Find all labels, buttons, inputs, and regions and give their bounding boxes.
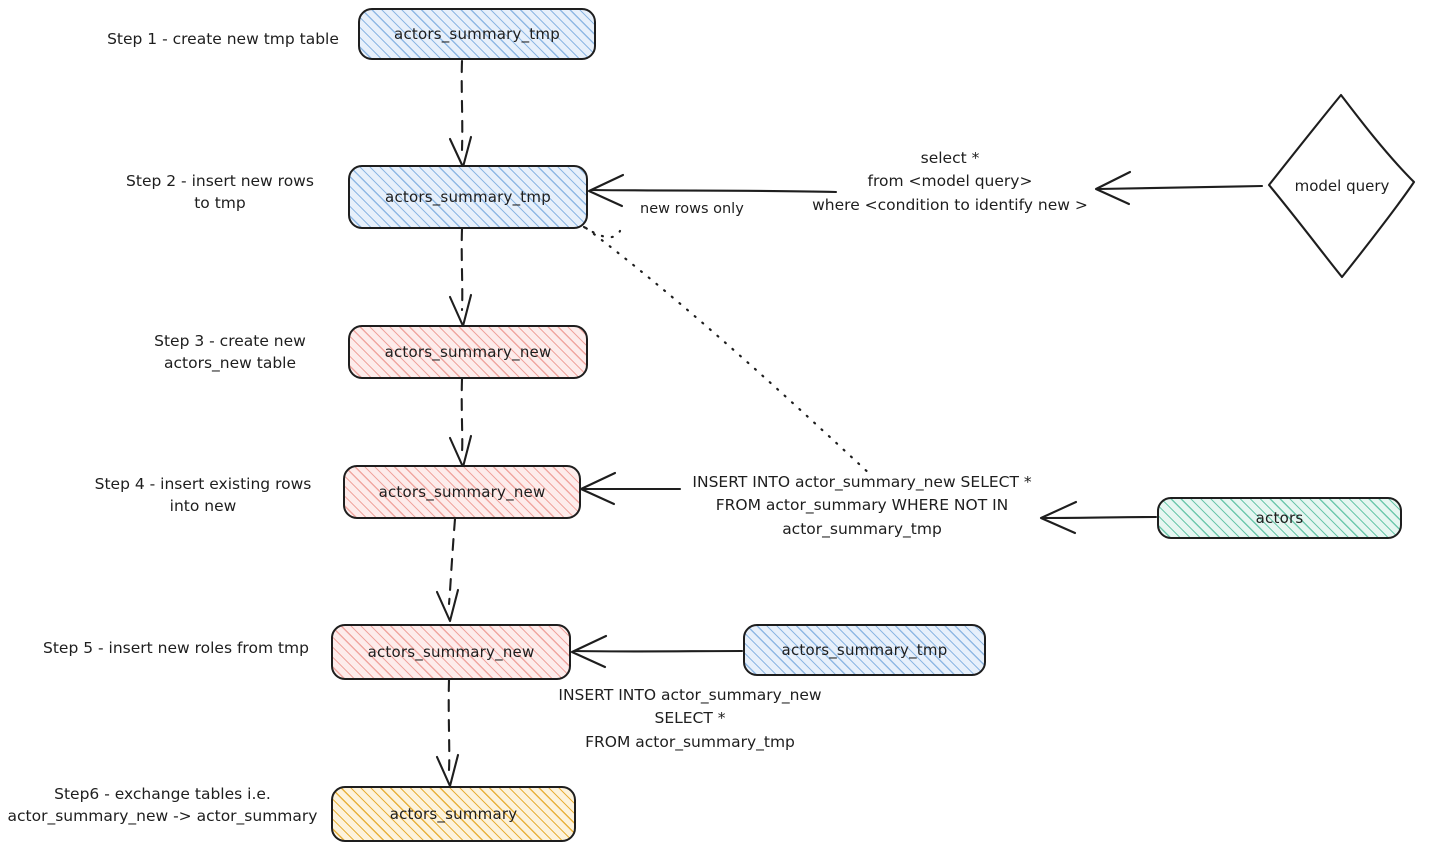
node-label: actors_summary_new (378, 483, 546, 501)
node-label: actors_summary_tmp (385, 188, 551, 206)
node-label: actors_summary_new (384, 343, 552, 361)
sql-block-step4: INSERT INTO actor_summary_new SELECT * F… (692, 473, 1032, 538)
node-actors-summary-new-step5[interactable]: actors_summary_new (331, 624, 571, 680)
node-model-query[interactable]: model query (1262, 90, 1422, 282)
sql-block-model-query: select * from <model query> where <condi… (812, 149, 1088, 214)
edge-step5-to-step6 (435, 678, 460, 788)
node-label: actors_summary (389, 805, 518, 823)
edge-step2-to-step3 (448, 227, 473, 328)
edge-sql4-to-step4 (579, 471, 682, 506)
node-actors-summary-new-step4[interactable]: actors_summary_new (343, 465, 581, 519)
step-5-caption: Step 5 - insert new roles from tmp (43, 639, 309, 657)
node-actors-source[interactable]: actors (1157, 497, 1402, 539)
node-label: actors (1255, 509, 1304, 527)
node-label: actors_summary_tmp (781, 641, 948, 659)
edge-step1-to-step2 (448, 59, 473, 169)
edge-modelquery-to-sql (1094, 170, 1264, 206)
node-label: model query (1294, 177, 1390, 195)
edge-actors-to-sql4 (1039, 500, 1158, 535)
step-4-caption: Step 4 - insert existing rows into new (94, 475, 312, 516)
edge-tmpright-to-step5 (570, 634, 744, 669)
node-actors-summary-tmp-step1[interactable]: actors_summary_tmp (358, 8, 596, 60)
diamond-shape-icon (1267, 93, 1416, 279)
edge-label-new-rows-only: new rows only (640, 201, 744, 217)
edge-step2-dotted-to-step4-sql (576, 220, 874, 478)
node-actors-summary-new-step3[interactable]: actors_summary_new (348, 325, 588, 379)
node-label: actors_summary_new (367, 643, 535, 661)
node-actors-summary-step6[interactable]: actors_summary (331, 786, 576, 842)
step-6-caption: Step6 - exchange tables i.e. actor_summa… (7, 785, 318, 826)
edge-step4-to-step5 (435, 517, 460, 623)
step-3-caption: Step 3 - create new actors_new table (154, 332, 306, 373)
edge-step3-to-step4 (448, 377, 473, 469)
step-1-caption: Step 1 - create new tmp table (107, 30, 339, 48)
sql-block-step5: INSERT INTO actor_summary_new SELECT * F… (558, 686, 822, 751)
node-actors-summary-tmp-step2[interactable]: actors_summary_tmp (348, 165, 588, 229)
node-label: actors_summary_tmp (394, 25, 560, 43)
step-2-caption: Step 2 - insert new rows to tmp (126, 172, 314, 213)
node-actors-summary-tmp-right[interactable]: actors_summary_tmp (743, 624, 986, 676)
